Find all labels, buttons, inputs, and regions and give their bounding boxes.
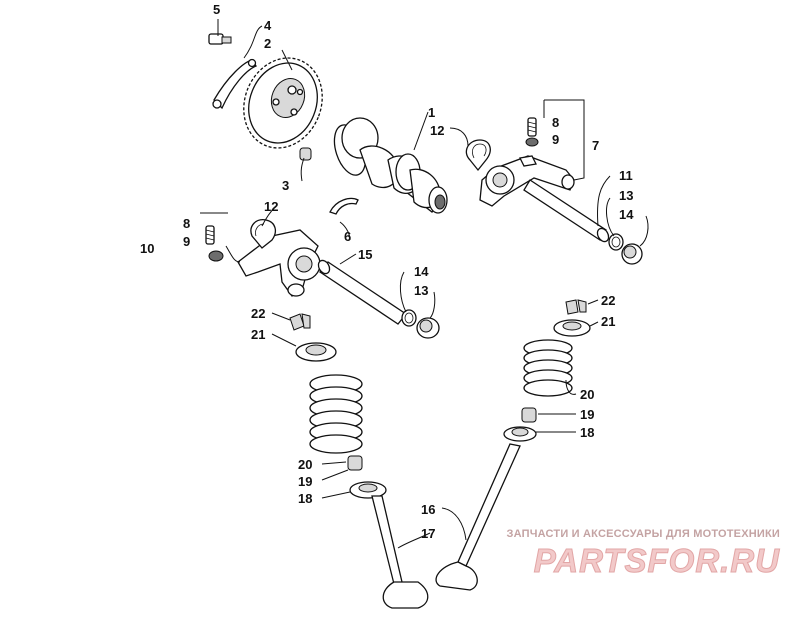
callout-9-upper: 9 [552, 132, 559, 147]
callout-22-left: 22 [251, 306, 265, 321]
part-18b-spring-seat [503, 426, 537, 442]
part-13a-o-ring [608, 233, 624, 251]
callout-15: 15 [358, 247, 372, 262]
callout-10: 10 [140, 241, 154, 256]
callouts: 5 4 2 1 12 8 9 7 3 11 13 14 8 12 9 10 6 … [140, 2, 634, 541]
part-21b-spring-retainer [553, 319, 591, 337]
part-20b-valve-spring [523, 339, 573, 397]
part-22a-valve-keepers [289, 313, 311, 331]
callout-6: 6 [344, 229, 351, 244]
part-5-bolt [208, 33, 232, 45]
callout-11: 11 [619, 168, 633, 183]
part-9a-locknut [525, 137, 539, 147]
part-12a-clip [465, 139, 491, 172]
part-21a-spring-retainer [295, 342, 337, 362]
part-6-clip [329, 197, 359, 215]
callout-7: 7 [592, 138, 599, 153]
part-10-rocker-arm-assembly [237, 229, 321, 297]
callout-19-right: 19 [580, 407, 594, 422]
callout-12-lower: 12 [264, 199, 278, 214]
callout-14-upper: 14 [619, 207, 634, 222]
part-14a-plug [621, 243, 643, 265]
part-19a-valve-seal [347, 455, 363, 471]
callout-1: 1 [428, 105, 435, 120]
callout-3: 3 [282, 178, 289, 193]
watermark-logo: PARTSFOR.RU [533, 542, 780, 580]
part-16-valve [435, 443, 521, 591]
callout-4: 4 [264, 18, 272, 33]
part-22b-valve-keepers [565, 299, 587, 315]
callout-12-upper: 12 [430, 123, 444, 138]
part-7-rocker-arm-assembly [479, 155, 575, 207]
part-13b-plug [416, 317, 440, 339]
callout-18-right: 18 [580, 425, 594, 440]
callout-22-right: 22 [601, 293, 615, 308]
callout-17: 17 [421, 526, 435, 541]
callout-20-right: 20 [580, 387, 594, 402]
part-2-cam-sprocket [243, 57, 323, 149]
callout-8-lower: 8 [183, 216, 190, 231]
part-17-valve [371, 495, 429, 609]
callout-8-upper: 8 [552, 115, 559, 130]
watermark-caption: ЗАПЧАСТИ И АКСЕССУАРЫ ДЛЯ МОТОТЕХНИКИ [506, 528, 780, 540]
part-3-dowel-pin [299, 147, 312, 161]
part-15-rocker-shaft [317, 259, 407, 325]
callout-21-left: 21 [251, 327, 265, 342]
part-11-rocker-shaft [523, 179, 610, 243]
part-9b-locknut [208, 250, 224, 262]
callout-5: 5 [213, 2, 220, 17]
part-14b-o-ring [401, 309, 417, 327]
callout-13-upper: 13 [619, 188, 633, 203]
callout-14-lower: 14 [414, 264, 429, 279]
callout-21-right: 21 [601, 314, 615, 329]
callout-20-left: 20 [298, 457, 312, 472]
part-18a-spring-seat [349, 481, 387, 499]
callout-18-left: 18 [298, 491, 312, 506]
part-12b-clip [250, 219, 277, 249]
part-1-camshaft [333, 117, 448, 214]
callout-13-lower: 13 [414, 283, 428, 298]
part-8a-adjuster-screw [527, 117, 537, 137]
callout-19-left: 19 [298, 474, 312, 489]
leader-lines [200, 19, 649, 549]
part-19b-valve-seal [521, 407, 537, 423]
callout-2: 2 [264, 36, 271, 51]
callout-9-lower: 9 [183, 234, 190, 249]
part-8b-adjuster-screw [205, 225, 215, 245]
callout-16: 16 [421, 502, 435, 517]
part-20a-valve-spring [309, 374, 363, 454]
part-4-retainer-plate [212, 58, 257, 110]
